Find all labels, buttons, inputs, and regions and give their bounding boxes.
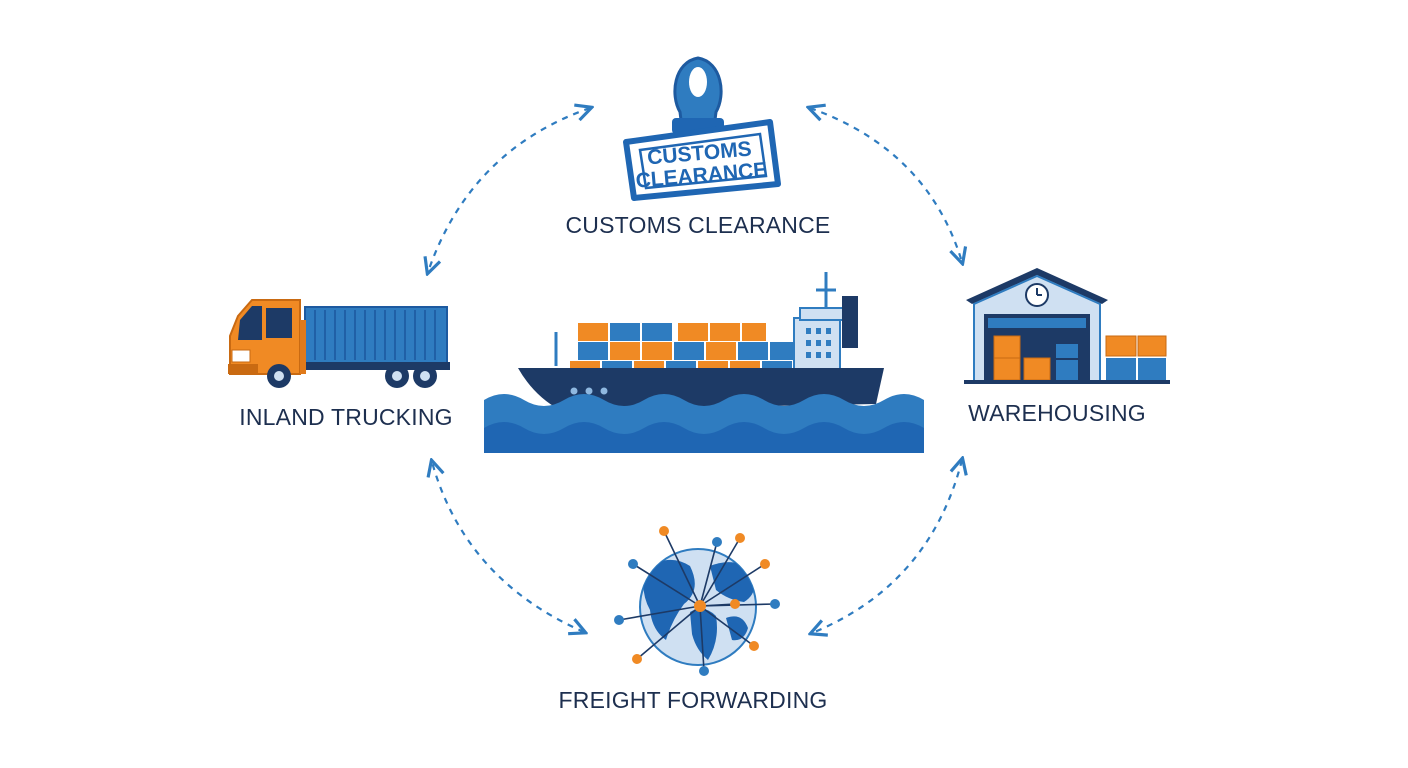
connector-customs-trucking xyxy=(428,108,590,272)
freight-forwarding-label: FREIGHT FORWARDING xyxy=(559,687,828,713)
node-inland-trucking: INLAND TRUCKING xyxy=(228,299,453,430)
node-freight-forwarding: FREIGHT FORWARDING xyxy=(559,526,828,713)
globe-network-icon xyxy=(614,526,780,676)
container-ship-icon xyxy=(484,272,924,453)
connector-freight-trucking xyxy=(432,462,584,632)
node-warehousing: WAREHOUSING xyxy=(964,268,1170,426)
warehouse-icon xyxy=(964,268,1170,384)
truck-icon xyxy=(228,299,450,388)
rubber-stamp-icon: CUSTOMS CLEARANCE xyxy=(623,56,781,201)
node-customs-clearance: CUSTOMS CLEARANCE CUSTOMS CLEARANCE xyxy=(566,56,831,238)
connector-customs-warehousing xyxy=(810,108,962,262)
inland-trucking-label: INLAND TRUCKING xyxy=(239,404,452,430)
connector-warehousing-freight xyxy=(812,460,962,633)
customs-clearance-label: CUSTOMS CLEARANCE xyxy=(566,212,831,238)
connectors xyxy=(428,108,962,633)
warehousing-label: WAREHOUSING xyxy=(968,400,1146,426)
